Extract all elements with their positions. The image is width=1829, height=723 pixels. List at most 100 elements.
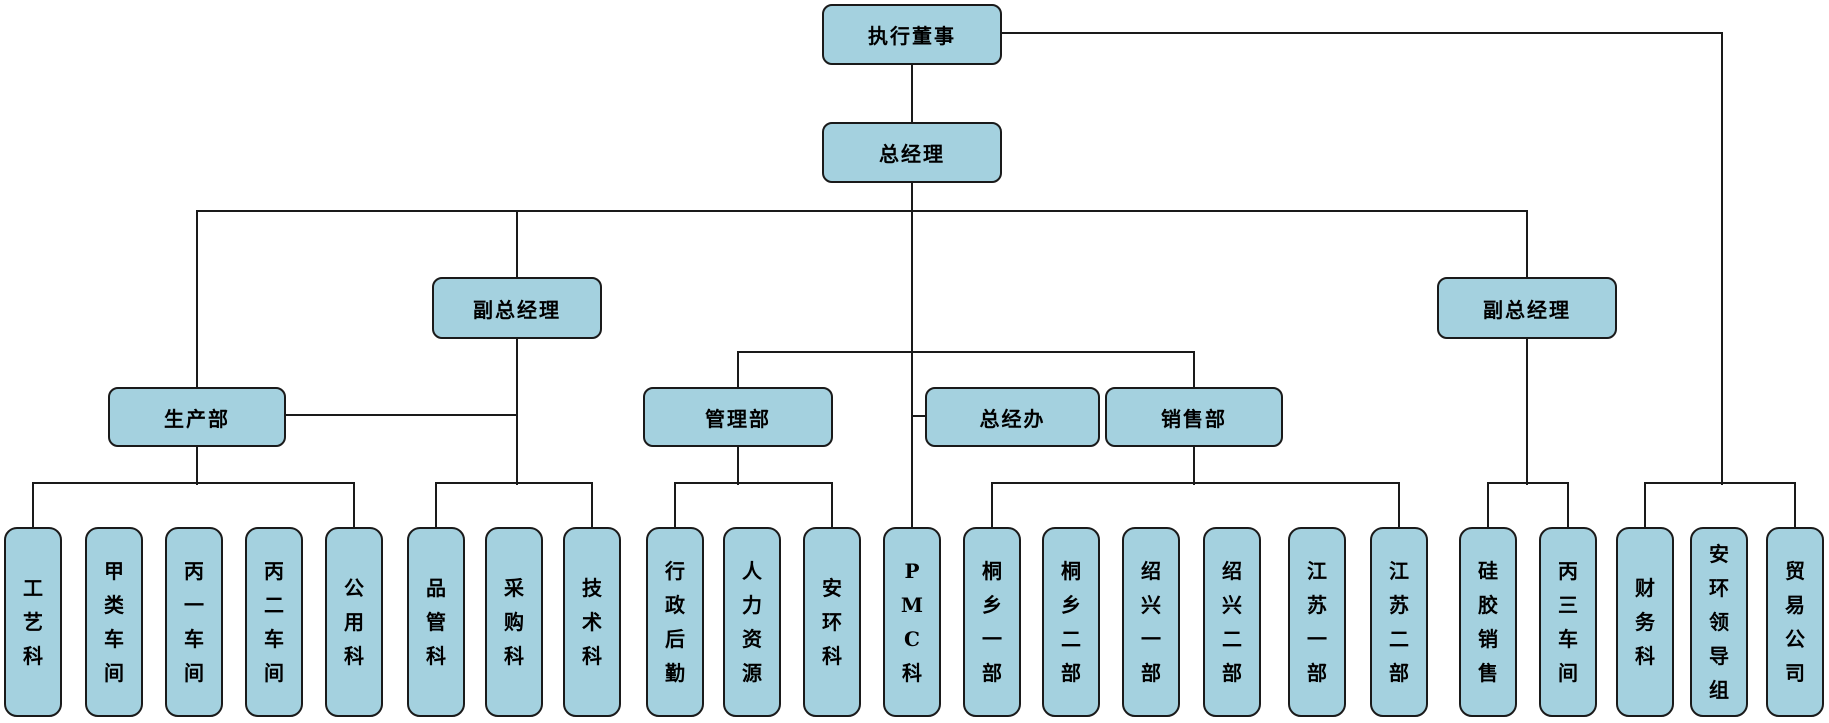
org-node-label-char: 二: [264, 593, 284, 617]
org-node-label-char: C: [904, 627, 920, 651]
org-node-label-char: 一: [982, 627, 1002, 651]
org-node-label-char: 行: [665, 559, 685, 583]
org-node-binger[interactable]: 丙二车间: [245, 527, 303, 717]
org-node-label-char: 车: [1558, 627, 1578, 651]
org-node-label-char: 甲: [104, 559, 124, 583]
org-node-label-char: 司: [1785, 661, 1805, 685]
org-node-label-char: 购: [504, 610, 524, 634]
org-node-label-char: 力: [742, 593, 762, 617]
org-node-renli[interactable]: 人力资源: [723, 527, 781, 717]
org-node-gmo[interactable]: 总经办: [925, 387, 1100, 447]
org-node-label-char: 后: [665, 627, 685, 651]
org-node-guijiao[interactable]: 硅胶销售: [1459, 527, 1517, 717]
org-node-label-char: 苏: [1307, 593, 1327, 617]
org-node-label-char: 科: [902, 661, 922, 685]
org-node-label-char: 部: [1307, 661, 1327, 685]
org-node-label-char: 组: [1709, 678, 1729, 702]
connector-line: [516, 338, 518, 485]
org-node-label-char: M: [900, 593, 924, 617]
org-node-tx2[interactable]: 桐乡二部: [1042, 527, 1100, 717]
connector-line: [911, 415, 926, 417]
org-node-gongyong[interactable]: 公用科: [325, 527, 383, 717]
org-node-xingzheng[interactable]: 行政后勤: [646, 527, 704, 717]
org-node-label-char: 科: [582, 644, 602, 668]
connector-line: [1526, 210, 1528, 278]
org-node-label-char: 二: [1222, 627, 1242, 651]
org-node-label-char: 务: [1635, 610, 1655, 634]
org-node-prod[interactable]: 生产部: [108, 387, 286, 447]
connector-line: [196, 446, 198, 485]
org-node-label-char: 环: [1709, 576, 1729, 600]
org-node-label: 销售部: [1161, 406, 1227, 431]
connector-line: [991, 482, 993, 528]
org-node-jishu[interactable]: 技术科: [563, 527, 621, 717]
connector-line: [32, 482, 34, 528]
org-node-label: 总经办: [979, 406, 1046, 431]
org-node-label-char: P: [904, 559, 920, 583]
connector-line: [435, 482, 437, 528]
org-node-sx2[interactable]: 绍兴二部: [1203, 527, 1261, 717]
connector-line: [911, 182, 913, 528]
org-node-label-char: 车: [104, 627, 124, 651]
connector-line: [1644, 482, 1796, 484]
connector-line: [674, 482, 833, 484]
org-node-dgm_left[interactable]: 副总经理: [432, 277, 602, 339]
org-node-label-char: 苏: [1389, 593, 1409, 617]
org-node-tx1[interactable]: 桐乡一部: [963, 527, 1021, 717]
org-node-js1[interactable]: 江苏一部: [1288, 527, 1346, 717]
org-node-label-char: 政: [665, 593, 685, 617]
org-node-label-char: 部: [1222, 661, 1242, 685]
org-node-label-char: 人: [742, 559, 762, 583]
org-node-label-char: 二: [1389, 627, 1409, 651]
org-node-bingyi[interactable]: 丙一车间: [165, 527, 223, 717]
org-node-label-char: 采: [504, 576, 524, 600]
org-node-label-char: 科: [504, 644, 524, 668]
org-node-label-char: 桐: [1061, 559, 1081, 583]
org-node-caigou[interactable]: 采购科: [485, 527, 543, 717]
org-node-label-char: 科: [23, 644, 43, 668]
org-node-dgm_right[interactable]: 副总经理: [1437, 277, 1617, 339]
org-node-anhuanke[interactable]: 安环科: [803, 527, 861, 717]
org-node-js2[interactable]: 江苏二部: [1370, 527, 1428, 717]
org-node-label-char: 桐: [982, 559, 1002, 583]
org-node-jialei[interactable]: 甲类车间: [85, 527, 143, 717]
org-node-label-char: 车: [264, 627, 284, 651]
org-node-label-char: 类: [104, 593, 124, 617]
org-node-label-char: 间: [264, 661, 284, 685]
org-node-label-char: 硅: [1478, 559, 1498, 583]
org-node-label-char: 乡: [1061, 593, 1081, 617]
org-node-label-char: 贸: [1785, 559, 1805, 583]
org-node-gm[interactable]: 总经理: [822, 122, 1002, 183]
connector-line: [991, 482, 1400, 484]
org-node-caiwu[interactable]: 财务科: [1616, 527, 1674, 717]
org-node-label-char: 财: [1635, 576, 1655, 600]
org-node-sales[interactable]: 销售部: [1105, 387, 1283, 447]
org-node-pinguan[interactable]: 品管科: [407, 527, 465, 717]
org-node-label-char: 部: [1141, 661, 1161, 685]
org-node-label-char: 胶: [1478, 593, 1498, 617]
org-node-sx1[interactable]: 绍兴一部: [1122, 527, 1180, 717]
org-node-maoyi[interactable]: 贸易公司: [1766, 527, 1824, 717]
connector-line: [831, 482, 833, 528]
org-node-label-char: 间: [1558, 661, 1578, 685]
org-node-label: 执行董事: [868, 24, 956, 48]
org-node-label-char: 销: [1478, 627, 1498, 651]
org-node-label-char: 领: [1709, 610, 1729, 634]
connector-line: [674, 482, 676, 528]
org-node-label: 副总经理: [1483, 297, 1571, 322]
org-node-gongyike[interactable]: 工艺科: [4, 527, 62, 717]
org-node-label-char: 勤: [665, 661, 685, 685]
org-node-label-char: 科: [426, 644, 446, 668]
connector-line: [1193, 446, 1195, 485]
org-node-label-char: 艺: [23, 610, 43, 634]
org-node-exec[interactable]: 执行董事: [822, 4, 1002, 65]
org-node-label-char: 绍: [1222, 559, 1242, 583]
org-node-label: 总经理: [879, 142, 945, 166]
org-node-mgmt[interactable]: 管理部: [643, 387, 833, 447]
org-node-anhuanld[interactable]: 安环领导组: [1690, 527, 1748, 717]
org-node-bingsan[interactable]: 丙三车间: [1539, 527, 1597, 717]
org-node-label-char: 安: [1709, 542, 1729, 566]
org-node-label-char: 公: [344, 576, 364, 600]
